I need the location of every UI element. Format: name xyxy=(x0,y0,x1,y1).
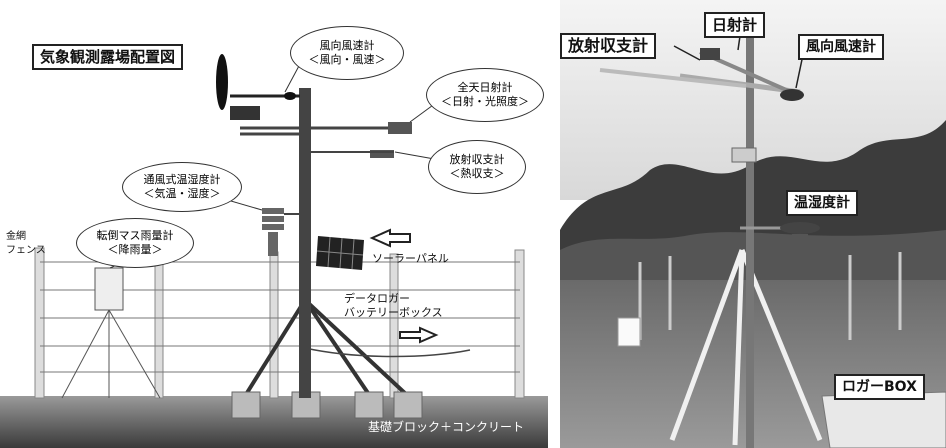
fence-label: 金網 フェンス xyxy=(6,230,46,258)
station-photo: 放射収支計 日射計 風向風速計 温湿度計 ロガーBOX xyxy=(560,0,946,448)
solar-panel xyxy=(316,236,364,270)
callout-wind-measure: ＜風向・風速＞ xyxy=(308,53,386,66)
logger-label: データロガー バッテリーボックス xyxy=(344,292,443,320)
logger-label-line2: バッテリーボックス xyxy=(344,306,443,319)
diagram-drawing xyxy=(0,54,548,448)
ground xyxy=(0,396,548,448)
label-thermo-hygrometer: 温湿度計 xyxy=(786,190,858,216)
station-layout-diagram: 気象観測露場配置図 風向風速計 ＜風向・風速＞ 全天日射計 ＜日射・光照度＞ 放… xyxy=(0,26,548,448)
mast xyxy=(299,88,311,398)
photo-drawing xyxy=(560,0,946,448)
callout-solar: 全天日射計 ＜日射・光照度＞ xyxy=(426,68,544,122)
callout-solar-measure: ＜日射・光照度＞ xyxy=(441,95,529,108)
label-anemometer: 風向風速計 xyxy=(798,34,884,60)
tripod xyxy=(669,249,823,446)
solar-panel-label: ソーラーパネル xyxy=(372,252,449,265)
callout-rain-title: 転倒マス雨量計 xyxy=(96,229,174,242)
diagram-title: 気象観測露場配置図 xyxy=(32,44,184,70)
fence-label-line2: フェンス xyxy=(6,245,46,256)
callout-radiation-title: 放射収支計 xyxy=(449,153,505,166)
callout-solar-title: 全天日射計 xyxy=(457,81,513,94)
mast xyxy=(746,30,754,448)
callout-wind-title: 風向風速計 xyxy=(319,39,375,52)
label-radiation-meter: 放射収支計 xyxy=(560,33,657,59)
sensor-arm xyxy=(240,126,410,136)
fence-label-line1: 金網 xyxy=(6,231,26,242)
callout-humidity: 通風式温湿度計 ＜気温・湿度＞ xyxy=(122,162,242,212)
solar-arrow-icon xyxy=(369,228,411,248)
fence xyxy=(34,247,525,399)
callout-radiation-measure: ＜熱収支＞ xyxy=(449,167,505,180)
label-pyranometer: 日射計 xyxy=(704,12,766,38)
callout-radiation: 放射収支計 ＜熱収支＞ xyxy=(428,140,526,194)
callout-rain-measure: ＜降雨量＞ xyxy=(107,243,163,256)
rain-gauge xyxy=(617,317,641,347)
base-label: 基礎ブロック＋コンクリート xyxy=(368,420,525,434)
net-radiometer xyxy=(370,150,394,158)
pyranometer xyxy=(388,122,412,134)
logger-label-line1: データロガー xyxy=(344,292,410,305)
humidity-sensor xyxy=(262,208,284,256)
anemometer xyxy=(216,54,300,120)
callout-wind: 風向風速計 ＜風向・風速＞ xyxy=(290,26,404,80)
logger-box xyxy=(821,391,946,448)
label-logger-box: ロガーBOX xyxy=(834,374,925,400)
mast-tripod xyxy=(243,298,410,398)
callout-humidity-title: 通風式温湿度計 xyxy=(143,173,221,186)
callout-humidity-measure: ＜気温・湿度＞ xyxy=(143,187,221,200)
logger-arrow-icon xyxy=(399,326,439,344)
callout-rain: 転倒マス雨量計 ＜降雨量＞ xyxy=(76,218,194,268)
rain-gauge xyxy=(61,267,161,399)
thermo-hygrometer xyxy=(740,222,820,264)
